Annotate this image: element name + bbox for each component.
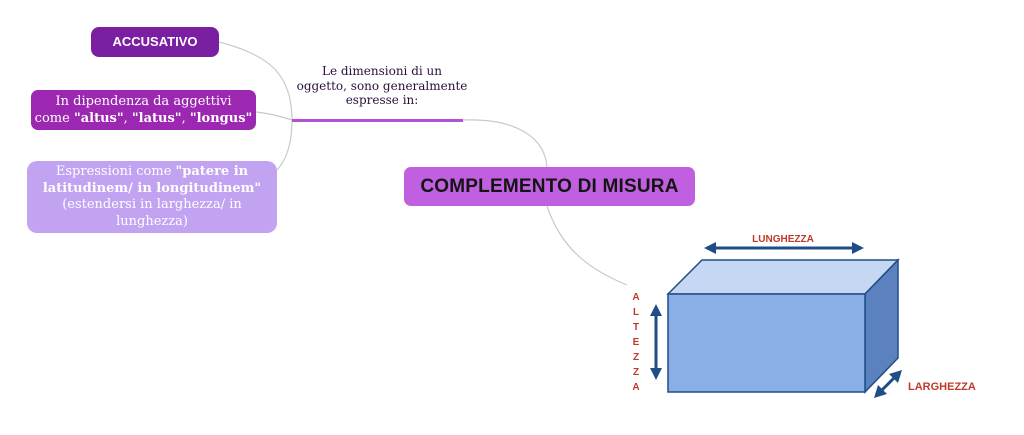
box-dimensions-illustration: LUNGHEZZA A L T E Z Z A LARGHEZZA (632, 234, 976, 398)
altezza-letter: T (633, 322, 639, 333)
connector-accusativo (218, 41, 293, 121)
espressioni-prefix: Espressioni come (55, 164, 176, 179)
altezza-letter: L (633, 307, 639, 318)
larghezza-arrow (878, 374, 898, 394)
longus-term: "longus" (189, 111, 253, 126)
espressioni-phrase: "patere in latitudinem/ in longitudinem" (42, 164, 262, 196)
altezza-arrowhead-top (650, 304, 662, 316)
altezza-letter: A (632, 382, 639, 393)
box-top-face (666, 259, 900, 295)
connector-dipendenza (255, 111, 293, 121)
altezza-letter: A (632, 292, 639, 303)
dimensioni-text: Le dimensioni di un oggetto, sono genera… (296, 64, 468, 107)
accusativo-label: ACCUSATIVO (112, 34, 198, 49)
dipendenza-node[interactable]: In dipendenza da aggettivi come "altus",… (31, 90, 256, 130)
espressioni-node[interactable]: Espressioni come "patere in latitudinem/… (27, 161, 277, 233)
connector-to-image (546, 205, 628, 286)
main-topic-label: COMPLEMENTO DI MISURA (420, 176, 679, 197)
altezza-letter: Z (633, 352, 639, 363)
larghezza-label: LARGHEZZA (908, 381, 976, 393)
lunghezza-arrowhead-right (852, 242, 864, 254)
altezza-letter: Z (633, 367, 639, 378)
altus-term: "altus" (73, 111, 124, 126)
dimensioni-note[interactable]: Le dimensioni di un oggetto, sono genera… (296, 64, 468, 108)
espressioni-suffix: (estendersi in larghezza/ in lunghezza) (62, 197, 242, 229)
connector-espressioni (276, 119, 293, 171)
dipendenza-line1: In dipendenza da aggettivi (55, 94, 232, 109)
dipendenza-prefix: come (34, 111, 74, 126)
box-front-face (667, 293, 866, 393)
altezza-arrowhead-bottom (650, 368, 662, 380)
dipendenza-sep1: , (123, 111, 132, 126)
larghezza-arrowhead-high (889, 370, 902, 383)
lunghezza-label: LUNGHEZZA (752, 234, 814, 245)
altezza-label: A L T E Z Z A (632, 292, 639, 393)
connector-to-main (462, 119, 548, 168)
lunghezza-arrowhead-left (704, 242, 716, 254)
dipendenza-sep2: , (181, 111, 190, 126)
accusativo-node[interactable]: ACCUSATIVO (91, 27, 219, 57)
main-topic-node[interactable]: COMPLEMENTO DI MISURA (404, 167, 695, 206)
latus-term: "latus" (131, 111, 182, 126)
altezza-letter: E (633, 337, 640, 348)
dipendenza-line2: come "altus", "latus", "longus" (31, 110, 256, 127)
larghezza-arrowhead-low (874, 385, 887, 398)
